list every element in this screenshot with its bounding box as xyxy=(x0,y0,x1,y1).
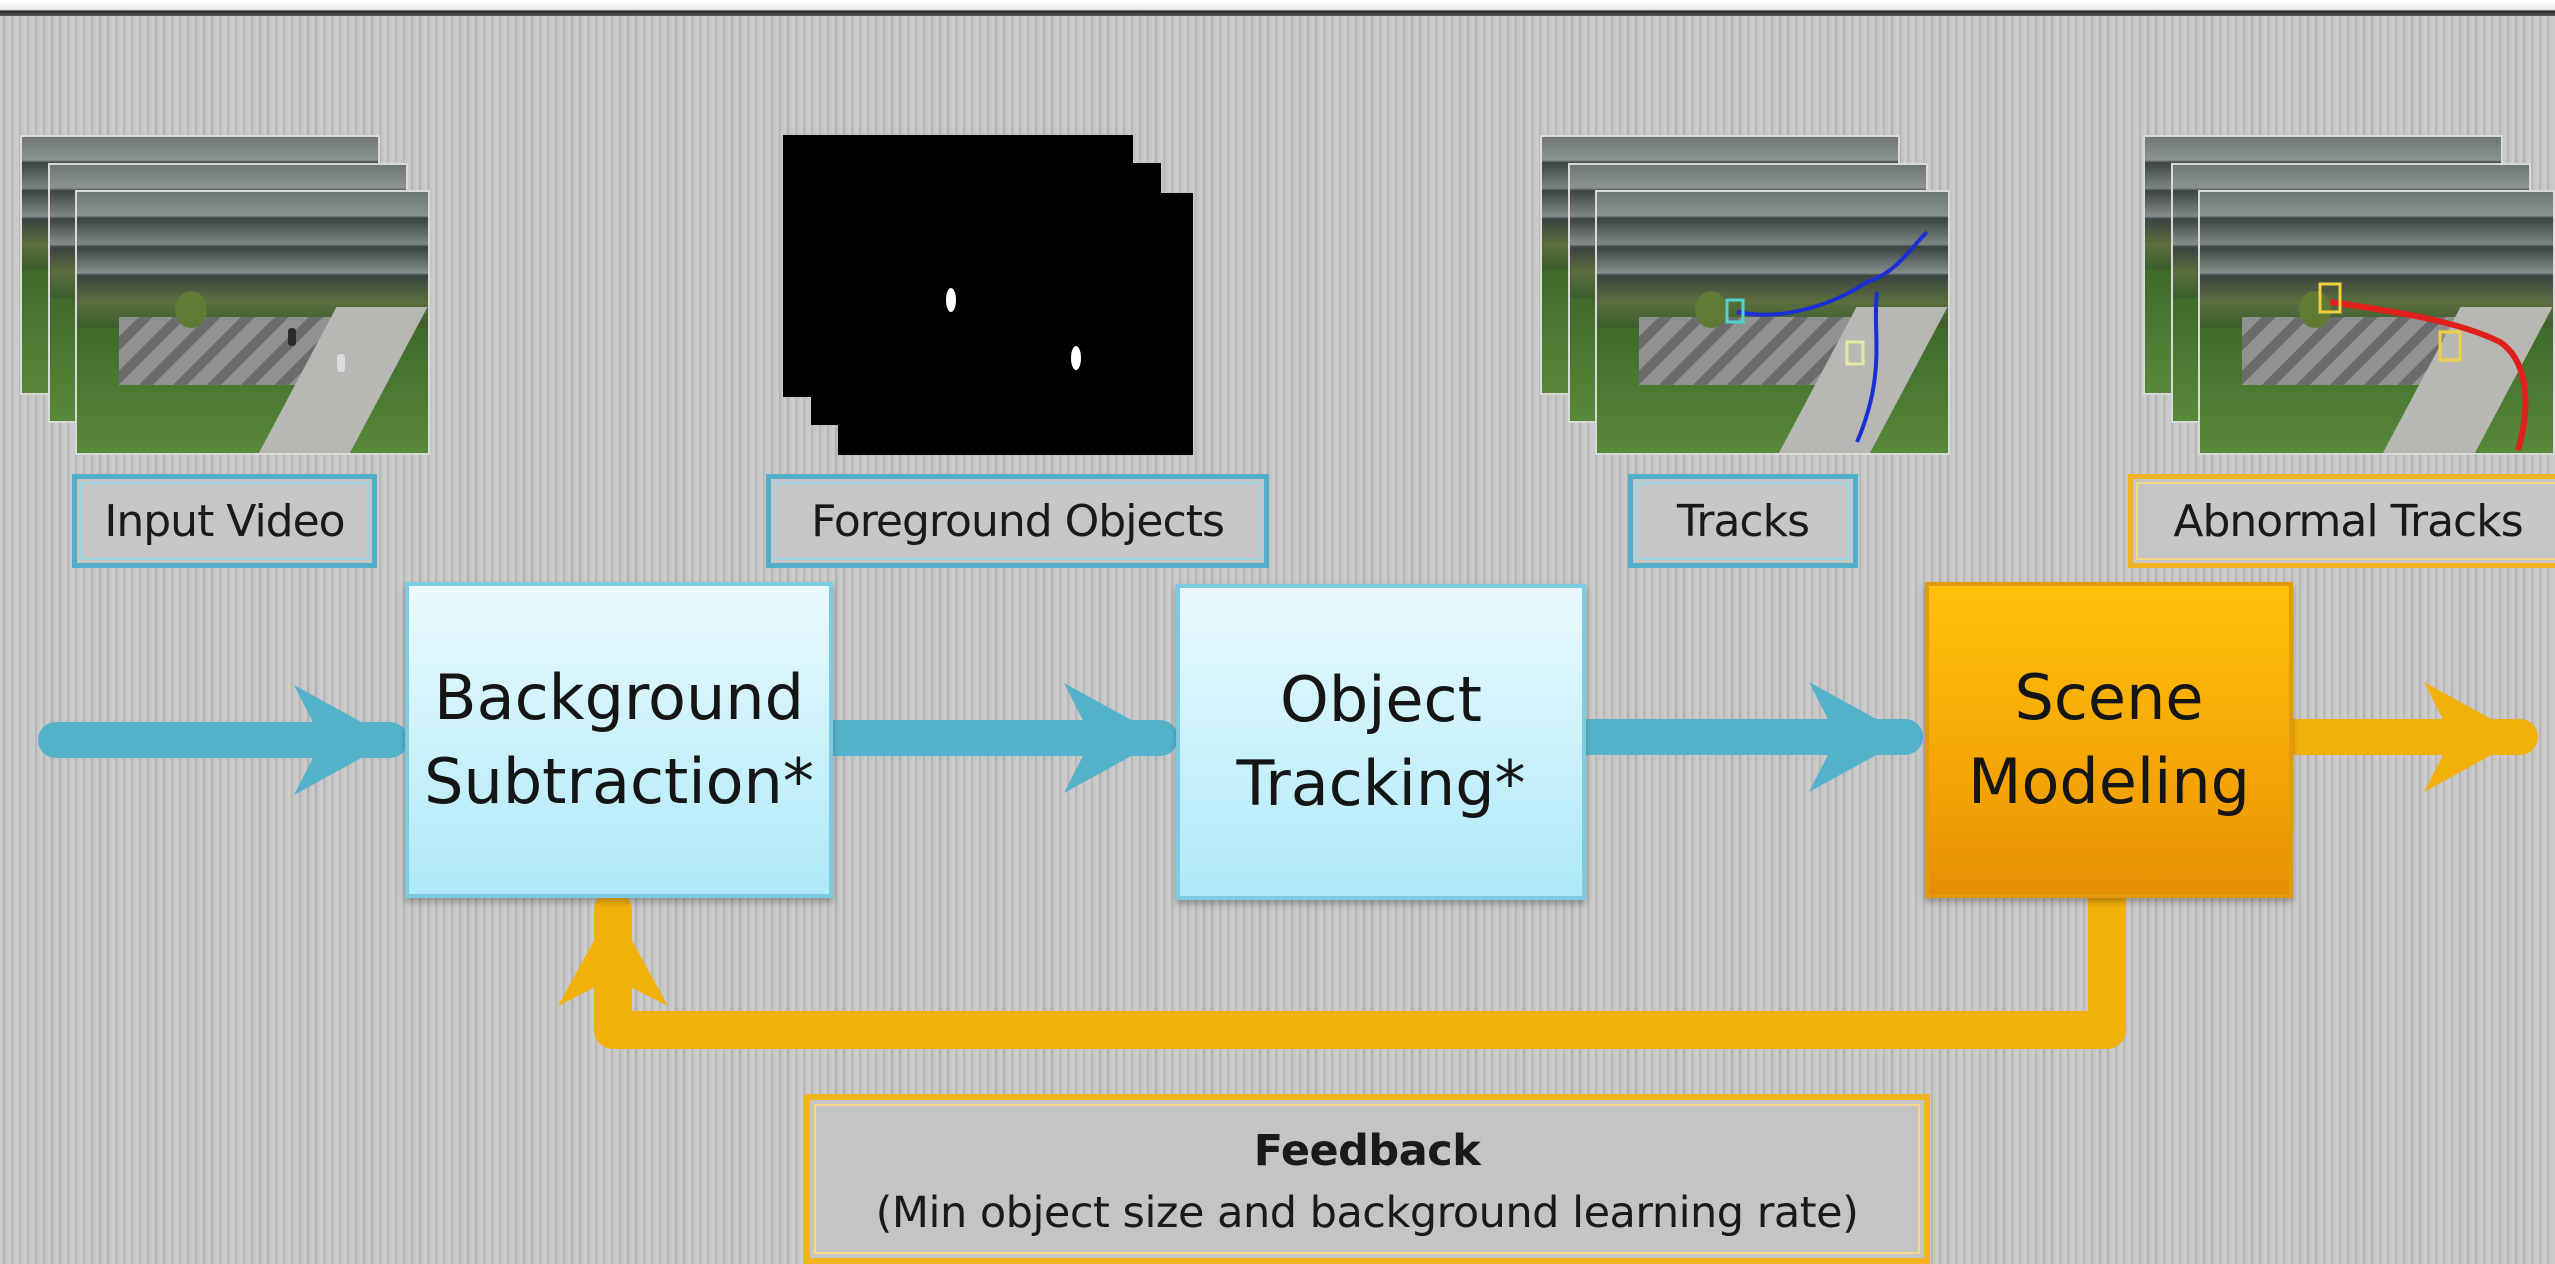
object-tracking-box: Object Tracking* xyxy=(1176,584,1586,900)
foreground-blob xyxy=(1071,346,1081,370)
foreground-mask-frames xyxy=(783,135,1193,455)
stage-label-line: Background xyxy=(434,661,804,734)
abnormal-tracks-frames xyxy=(2143,135,2555,455)
video-frame xyxy=(1595,190,1950,455)
video-frame xyxy=(2198,190,2555,455)
stage-label-line: Modeling xyxy=(1967,745,2251,818)
stage-label-line: Scene xyxy=(2014,661,2204,734)
stage-label-line: Object xyxy=(1280,663,1482,736)
foreground-blob xyxy=(946,288,956,312)
video-frame xyxy=(75,190,430,455)
stage-label-line: Subtraction* xyxy=(424,745,814,818)
feedback-detail: (Min object size and background learning… xyxy=(875,1188,1859,1238)
input-video-label: Input Video xyxy=(72,474,377,568)
abnormal-tracks-label: Abnormal Tracks xyxy=(2128,474,2555,568)
tracks-frames xyxy=(1540,135,1950,455)
tracks-label: Tracks xyxy=(1628,474,1858,568)
input-video-frames xyxy=(20,135,430,455)
scene-modeling-box: Scene Modeling xyxy=(1925,582,2293,898)
background-subtraction-box: Background Subtraction* xyxy=(405,582,833,898)
foreground-objects-label: Foreground Objects xyxy=(766,474,1269,568)
feedback-title: Feedback xyxy=(1253,1126,1481,1176)
track-lines xyxy=(1725,230,1929,443)
mask-frame xyxy=(838,193,1193,455)
window-top-bar xyxy=(0,0,2555,16)
abnormal-track-lines xyxy=(2318,282,2529,451)
feedback-loop-arrow xyxy=(558,874,2126,1049)
feedback-box: Feedback (Min object size and background… xyxy=(804,1094,1930,1264)
stage-label-line: Tracking* xyxy=(1236,747,1526,820)
